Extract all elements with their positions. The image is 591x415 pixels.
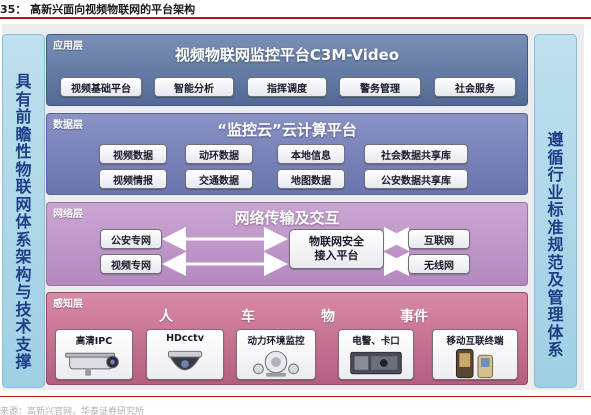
sense-word-object: 物 <box>321 309 335 325</box>
data-item-video-data: 视频数据 <box>99 144 167 164</box>
data-layer: 数据层 “监控云”云计算平台 视频数据 动环数据 本地信息 社会数据共享库 视频… <box>46 113 528 195</box>
data-item-video-intel: 视频情报 <box>99 169 167 189</box>
left-side-char: 有 <box>15 89 32 109</box>
traffic-camera-icon <box>350 351 402 375</box>
application-layer-label: 应用层 <box>53 41 83 52</box>
data-layer-heading: “监控云”云计算平台 <box>217 121 357 139</box>
net-item-internet: 互联网 <box>408 229 470 249</box>
left-side-char: 术 <box>15 317 32 336</box>
app-item-smart-analysis: 智能分析 <box>154 77 234 97</box>
left-side-char: 架 <box>15 247 32 266</box>
right-side-panel: 遵 循 行 业 标 准 规 范 及 管 理 体 系 <box>534 34 577 388</box>
left-side-char: 技 <box>15 299 32 319</box>
right-side-char: 及 <box>547 270 564 289</box>
data-layer-label: 数据层 <box>53 120 83 131</box>
data-item-map-data: 地图数据 <box>277 169 345 189</box>
title-rule <box>0 17 591 19</box>
right-side-char: 系 <box>547 340 564 359</box>
right-side-char: 行 <box>547 165 564 184</box>
data-item-social-data-share: 社会数据共享库 <box>364 144 468 164</box>
left-side-char: 瞻 <box>15 124 32 144</box>
bottom-rule <box>0 396 591 397</box>
right-side-char: 规 <box>547 235 564 254</box>
app-item-social-service: 社会服务 <box>434 77 516 97</box>
sense-word-vehicle: 车 <box>241 309 255 325</box>
left-side-char: 物 <box>15 159 32 179</box>
left-side-char: 具 <box>15 72 32 91</box>
dome-camera-icon <box>167 350 203 371</box>
sensing-layer: 感知层 人 车 物 事件 高清IPC HDcctv <box>46 292 528 385</box>
left-side-char: 体 <box>15 212 32 231</box>
left-side-char: 系 <box>15 229 32 249</box>
sense-word-event: 事件 <box>400 309 428 325</box>
left-side-char: 联 <box>15 177 32 196</box>
sense-word-people: 人 <box>159 309 173 325</box>
network-layer-heading: 网络传输及交互 <box>234 209 340 227</box>
net-item-wireless: 无线网 <box>408 254 470 274</box>
left-side-char: 与 <box>15 282 32 301</box>
application-layer-heading: 视频物联网监控平台C3M-Video <box>174 46 400 64</box>
left-side-char: 性 <box>15 142 32 161</box>
bidirectional-arrows <box>162 227 409 276</box>
right-side-char: 范 <box>547 252 564 272</box>
left-side-char: 支 <box>15 334 32 354</box>
app-item-command-dispatch: 指挥调度 <box>247 77 327 97</box>
right-side-char: 业 <box>547 182 564 202</box>
access-platform-line-1: 物联网安全 <box>309 235 364 248</box>
right-side-char: 体 <box>547 322 564 342</box>
right-side-char: 准 <box>547 217 564 237</box>
mobile-device-icon <box>455 348 494 379</box>
figure-title: 35： 高新兴面向视频物联网的平台架构 <box>0 3 196 16</box>
app-item-police-management: 警务管理 <box>339 77 421 97</box>
data-item-traffic-data: 交通数据 <box>185 169 253 189</box>
right-side-char: 遵 <box>547 130 564 149</box>
device-power-env-monitor: 动力环境监控 <box>236 329 316 380</box>
sensing-layer-label: 感知层 <box>53 299 83 310</box>
data-item-power-env-data: 动环数据 <box>185 144 253 164</box>
network-layer-label: 网络层 <box>53 209 83 220</box>
left-side-panel: 具 有 前 瞻 性 物 联 网 体 系 架 构 与 技 术 支 撑 <box>2 34 45 388</box>
left-side-char: 前 <box>15 107 32 126</box>
device-mobile-terminal: 移动互联终端 <box>432 329 518 380</box>
net-item-police-net: 公安专网 <box>100 229 162 249</box>
right-side-char: 理 <box>547 305 564 324</box>
network-layer: 网络层 网络传输及交互 公安专网 视频专网 物联网安全 接入平台 互联网 无线网 <box>46 202 528 286</box>
figure-source: 来源：高新兴官网，华泰证券研究所 <box>0 407 145 415</box>
right-side-char: 循 <box>547 147 564 167</box>
application-layer: 应用层 视频物联网监控平台C3M-Video 视频基础平台 智能分析 指挥调度 … <box>46 34 528 106</box>
data-item-police-data-share: 公安数据共享库 <box>364 169 468 189</box>
ip-camera-icon <box>65 352 119 376</box>
left-side-char: 构 <box>15 264 32 284</box>
data-item-local-info: 本地信息 <box>277 144 345 164</box>
iot-secure-access-platform: 物联网安全 接入平台 <box>289 229 384 269</box>
left-side-char: 网 <box>15 194 32 214</box>
device-hdcctv: HDcctv <box>146 329 224 380</box>
architecture-diagram: 具 有 前 瞻 性 物 联 网 体 系 架 构 与 技 术 支 撑 遵 循 行 … <box>2 24 584 390</box>
right-side-char: 管 <box>547 287 564 307</box>
sensor-icon <box>253 350 299 377</box>
net-item-video-net: 视频专网 <box>100 254 162 274</box>
device-hd-ipc: 高清IPC <box>55 329 133 380</box>
right-side-char: 标 <box>547 200 564 219</box>
app-item-video-base: 视频基础平台 <box>60 77 142 97</box>
device-e-police-checkpoint: 电警、卡口 <box>338 329 414 380</box>
left-side-char: 撑 <box>15 352 32 371</box>
access-platform-line-2: 接入平台 <box>314 249 359 262</box>
